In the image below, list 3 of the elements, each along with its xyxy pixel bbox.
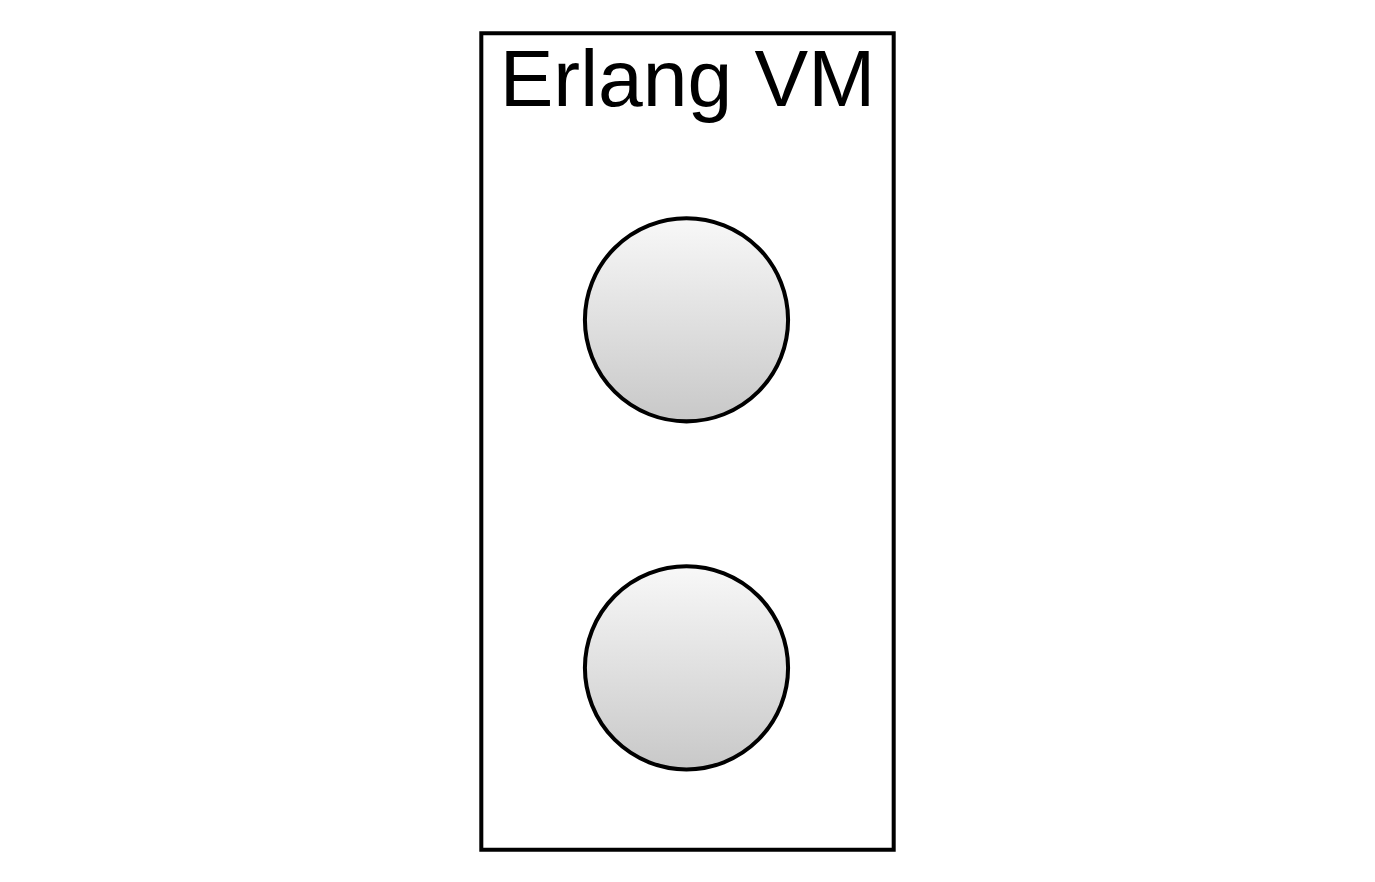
node-circle [582,215,791,423]
cluster: Erlang VM [479,30,896,852]
node-circle [582,563,791,771]
